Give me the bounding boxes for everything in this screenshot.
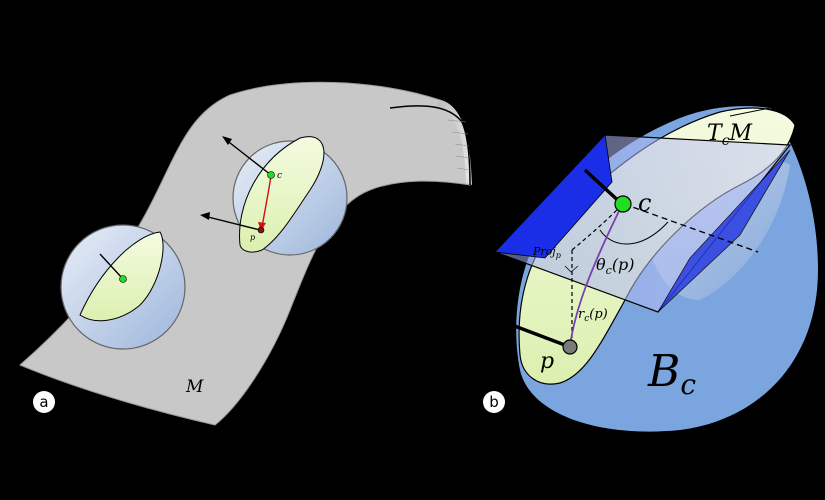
manifold-fold-edge <box>389 105 471 186</box>
badge-a <box>33 391 55 413</box>
normal-arrow-p <box>203 215 261 231</box>
point-p <box>562 339 578 355</box>
red-arrowhead-icon <box>258 222 266 231</box>
label-p: p <box>540 349 554 374</box>
panel-b: TcM c p Bc Projp θc(p) rc(p) b <box>483 106 818 432</box>
angle-arc <box>599 221 669 245</box>
label-tangent-plane: TcM <box>707 121 753 149</box>
badge-b <box>483 391 505 413</box>
manifold-fold-sheen <box>436 100 472 185</box>
arrowhead-c-icon <box>222 136 232 145</box>
arrowhead-p-icon <box>200 212 210 220</box>
panel-a: c p M a <box>19 81 472 426</box>
badge-a-label: a <box>39 393 48 411</box>
ball-left-center <box>119 275 127 283</box>
tangent-axis-dashed <box>623 203 759 253</box>
normal-arrow-c <box>224 138 272 176</box>
label-ball-Bc: Bc <box>647 346 696 401</box>
center-point-c <box>614 195 632 213</box>
badge-b-label: b <box>489 393 499 411</box>
label-radius: rc(p) <box>578 307 608 324</box>
ball-left-normal <box>99 253 124 280</box>
label-a-p: p <box>250 233 255 242</box>
label-c: c <box>638 189 651 217</box>
tangent-plane-right-face <box>657 149 791 313</box>
ball-Bc-boundary-top <box>729 107 771 117</box>
label-manifold-M: M <box>185 377 204 397</box>
geodesic-curve <box>569 204 623 347</box>
label-a-c: c <box>277 171 282 181</box>
ball-right-center <box>267 171 275 179</box>
tangent-plane-left-face <box>494 134 613 259</box>
label-proj: Projp <box>532 245 561 260</box>
right-angle-marker <box>564 265 579 273</box>
normal-at-p <box>511 323 571 349</box>
ball-right-point-p <box>257 226 265 234</box>
manifold-fold-hatch <box>447 119 471 171</box>
label-angle: θc(p) <box>596 255 635 277</box>
